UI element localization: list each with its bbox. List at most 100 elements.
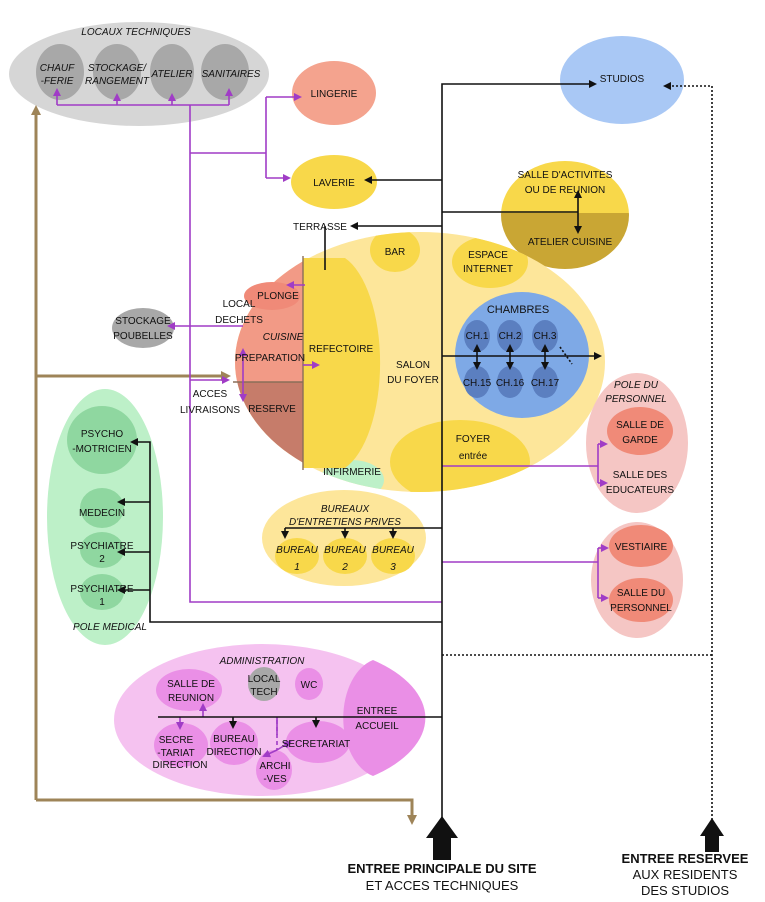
salle-reunion-label: SALLE DE xyxy=(167,679,215,690)
atelier-label: ATELIER xyxy=(151,69,193,80)
bureau3-number: 3 xyxy=(390,562,396,573)
bureau3-label: BUREAU xyxy=(372,545,414,556)
archives-room xyxy=(256,750,292,790)
foyer-entree-label: FOYER xyxy=(456,434,490,445)
activites-label: SALLE D'ACTIVITES xyxy=(518,170,613,181)
resident-entry-arrow xyxy=(700,818,724,852)
salon-label: SALON xyxy=(396,360,430,371)
sanitaires-label: SANITAIRES xyxy=(202,69,261,80)
stockage-poubelles-room xyxy=(112,308,174,348)
bureau-direction-room xyxy=(210,721,258,765)
medecin-room xyxy=(80,488,124,528)
bureau-direction-label-2: DIRECTION xyxy=(207,747,262,758)
resident-entry-label: ENTREE RESERVEE xyxy=(622,851,749,866)
salle-educateurs-label: SALLE DES xyxy=(613,470,668,481)
espace-internet-label: ESPACE xyxy=(468,250,508,261)
bureau3-room xyxy=(371,538,415,574)
atelier-room xyxy=(150,44,194,100)
local-dechets-label-2: DECHETS xyxy=(215,315,263,326)
psychomotricien-label: PSYCHO xyxy=(81,429,123,440)
salle-personnel-room xyxy=(609,578,673,622)
laverie-room xyxy=(291,155,377,209)
secretariat-room xyxy=(286,721,350,763)
lingerie-label: LINGERIE xyxy=(311,89,358,100)
ch1-room xyxy=(464,320,490,352)
terrasse-label: TERRASSE xyxy=(293,222,347,233)
administration-title: ADMINISTRATION xyxy=(219,656,306,667)
psychomotricien-room xyxy=(67,406,137,474)
resident-entry-label-3: DES STUDIOS xyxy=(641,883,729,898)
main-entry-arrow xyxy=(426,816,458,860)
wc-label: WC xyxy=(301,680,318,691)
secretariat-label: SECRETARIAT xyxy=(282,739,351,750)
resident-entry-label-2: AUX RESIDENTS xyxy=(633,867,738,882)
chambres-title: CHAMBRES xyxy=(487,304,549,316)
stockage-label: STOCKAGE/ xyxy=(88,63,147,74)
foyer-entree-label-2: entrée xyxy=(459,451,488,462)
vestiaire-room xyxy=(609,525,673,567)
plonge-room xyxy=(244,282,300,310)
brown-service-route xyxy=(31,105,417,825)
refectoire-label: REFECTOIRE xyxy=(309,344,374,355)
pole-personnel-title: POLE DU xyxy=(614,380,659,391)
archives-label: ARCHI xyxy=(259,761,290,772)
ch3-label: CH.3 xyxy=(534,331,557,342)
salle-personnel-label: SALLE DU xyxy=(617,588,665,599)
reserve-area xyxy=(235,382,303,492)
salle-reunion-label-2: REUNION xyxy=(168,693,214,704)
psychiatre2-label: PSYCHIATRE xyxy=(70,541,133,552)
ch17-label: CH.17 xyxy=(531,378,560,389)
salle-garde-label-2: GARDE xyxy=(622,435,658,446)
ch16-label: CH.16 xyxy=(496,378,525,389)
stockage-poubelles-label-2: POUBELLES xyxy=(113,331,173,342)
secretariat-direction-label: SECRE xyxy=(159,735,194,746)
lingerie-room xyxy=(292,61,376,125)
ch1-label: CH.1 xyxy=(466,331,489,342)
espace-internet-room xyxy=(452,236,528,288)
bureau2-room xyxy=(323,538,367,574)
salle-garde-room xyxy=(607,407,673,455)
bureau1-room xyxy=(275,538,319,574)
salon-label-2: DU FOYER xyxy=(387,375,439,386)
archives-label-2: -VES xyxy=(263,774,287,785)
salle-personnel-label-2: PERSONNEL xyxy=(610,603,672,614)
bureau1-number: 1 xyxy=(294,562,300,573)
bureaux-title: BUREAUX xyxy=(321,504,370,515)
purple-service-route xyxy=(53,88,609,758)
acces-label: ACCES xyxy=(193,389,228,400)
stockage-room xyxy=(93,44,141,100)
secretariat-direction-label-2: -TARIAT xyxy=(157,748,194,759)
studios-zone xyxy=(560,36,684,124)
main-entry-label-2: ET ACCES TECHNIQUES xyxy=(366,878,519,893)
acces-label-2: LIVRAISONS xyxy=(180,405,240,416)
reserve-label: RESERVE xyxy=(248,404,296,415)
bar-room xyxy=(370,232,420,272)
wc-room xyxy=(295,668,323,700)
psychiatre1-label: PSYCHIATRE xyxy=(70,584,133,595)
entree-accueil-label-2: ACCUEIL xyxy=(355,721,399,732)
atelier-cuisine-label: ATELIER CUISINE xyxy=(528,237,613,248)
studios-label: STUDIOS xyxy=(600,74,645,85)
bureau1-label: BUREAU xyxy=(276,545,318,556)
plonge-label: PLONGE xyxy=(257,291,299,302)
pole-medical-title: POLE MEDICAL xyxy=(73,622,147,633)
chaufferie-label: CHAUF xyxy=(40,63,75,74)
main-entry-label: ENTREE PRINCIPALE DU SITE xyxy=(347,861,536,876)
psychiatre1-room xyxy=(80,574,124,610)
medecin-label: MEDECIN xyxy=(79,508,125,519)
activites-label-2: OU DE REUNION xyxy=(525,185,606,196)
salle-garde-label: SALLE DE xyxy=(616,420,664,431)
ch16-room xyxy=(497,366,523,398)
pole-personnel-title-2: PERSONNEL xyxy=(605,394,667,405)
black-main-route xyxy=(117,80,602,836)
ch15-room xyxy=(464,366,490,398)
infirmerie-label: INFIRMERIE xyxy=(323,467,381,478)
salle-educateurs-label-2: EDUCATEURS xyxy=(606,485,674,496)
salle-educateurs-room xyxy=(607,463,673,501)
salle-reunion-room xyxy=(156,669,222,711)
foyer-entree-room xyxy=(390,420,530,492)
psychiatre2-label-2: 2 xyxy=(99,554,105,565)
bureau2-number: 2 xyxy=(341,562,348,573)
ch2-label: CH.2 xyxy=(499,331,522,342)
local-tech-room xyxy=(248,667,280,701)
